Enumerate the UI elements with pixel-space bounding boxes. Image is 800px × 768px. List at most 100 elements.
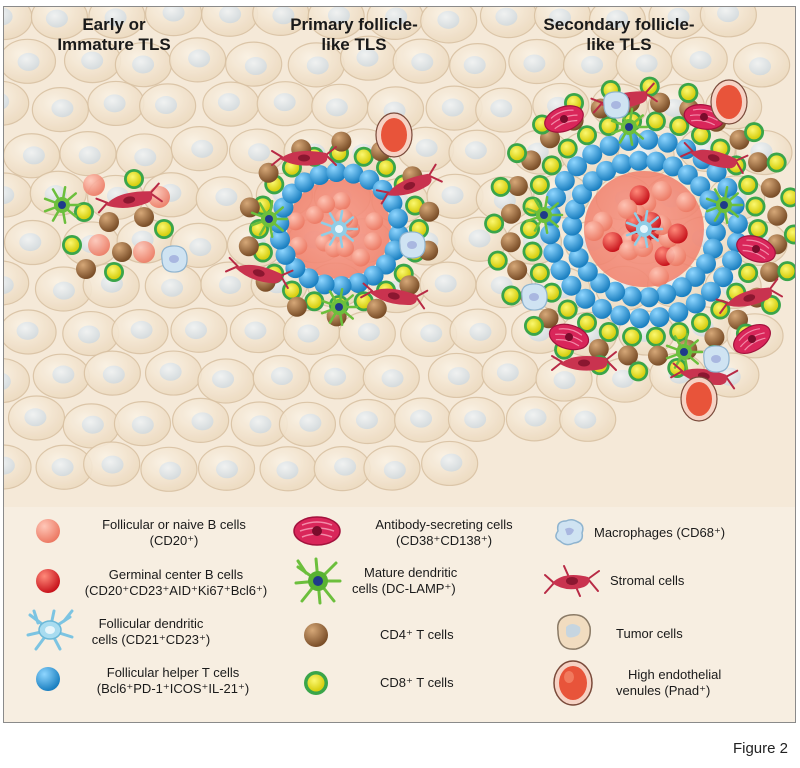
dendritic-cell	[665, 333, 704, 371]
cd8-cell	[522, 241, 543, 262]
naive-cell	[286, 212, 305, 231]
antibody-secreting-cell	[736, 235, 776, 263]
cd4-cell	[647, 345, 668, 366]
mature-dendritic-cell-icon	[294, 557, 342, 605]
naive-cell	[363, 232, 382, 251]
tissue-cell	[287, 42, 345, 88]
cd8-cell	[691, 125, 711, 146]
tissue-cell	[35, 444, 93, 490]
cd4-cell	[748, 152, 769, 173]
stromal-cell	[271, 146, 337, 166]
cd8-cell	[738, 174, 759, 195]
cd8-cell	[628, 361, 649, 382]
legend-asc-line2: (CD38⁺CD138⁺)	[395, 533, 493, 548]
tfh-cell	[343, 163, 364, 184]
cd8-cell	[645, 111, 666, 132]
cd8-cell	[622, 326, 643, 347]
cd8-cell	[766, 152, 787, 173]
tumor-cell-icon	[557, 614, 591, 650]
cd8-cell	[304, 291, 325, 312]
tissue-cell	[449, 308, 507, 354]
tfh-cell	[639, 287, 660, 308]
legend-cd4-line1: CD4⁺ T cells	[380, 627, 454, 642]
tfh-cell	[270, 229, 291, 250]
tissue-cell	[169, 37, 227, 83]
naive-cell	[633, 236, 654, 257]
legend-naive-b-line1: Follicular or naive B cells	[102, 517, 246, 532]
gc-cell	[629, 185, 650, 206]
tissue-cell	[363, 445, 421, 491]
tfh-cell	[662, 156, 683, 177]
tissue-cell	[111, 309, 169, 355]
macrophage-cell	[521, 283, 548, 311]
cd8-cell	[523, 315, 544, 336]
legend-asc-line1: Antibody-secreting cells	[375, 517, 513, 532]
tissue-cell	[420, 7, 478, 44]
cd8-cell	[691, 312, 711, 333]
tissue-cell	[481, 350, 539, 396]
macrophage-cell	[161, 245, 188, 273]
tfh-cell	[582, 171, 603, 192]
tissue-cell	[699, 7, 757, 38]
cd8-cell	[501, 285, 522, 306]
naive-cell	[88, 234, 110, 256]
cd8-cell	[748, 219, 768, 239]
dendritic-cell	[610, 108, 649, 146]
dendritic-cell	[625, 210, 664, 248]
tfh-cell	[705, 222, 726, 243]
tfh-cell	[646, 151, 667, 172]
tissue-cell	[311, 83, 369, 129]
tissue-cell	[83, 350, 141, 396]
tfh-cell	[568, 247, 589, 268]
cd8-cell	[62, 235, 82, 255]
tissue-cell	[427, 352, 486, 399]
tissue-cell	[88, 7, 146, 39]
cd8-cell	[487, 250, 508, 271]
cd4-cell	[650, 92, 671, 113]
naive-cell	[83, 174, 105, 196]
tfh-cell	[713, 267, 734, 288]
tfh-cell	[657, 132, 678, 153]
tissue-cell	[30, 7, 89, 40]
naive-cell	[365, 212, 384, 231]
tissue-cell	[4, 444, 32, 490]
naive-cell	[148, 186, 170, 208]
tissue-cell	[230, 401, 288, 447]
dendritic-cell	[320, 210, 359, 248]
cd4-cell	[399, 275, 420, 296]
cd8-cell	[777, 261, 795, 282]
tissue-cell	[59, 131, 117, 177]
cd8-cell	[557, 138, 578, 159]
tissue-cell	[7, 395, 66, 441]
cd8-cell	[104, 262, 124, 282]
cd4-cell	[286, 296, 307, 317]
tissue-cell	[648, 7, 706, 39]
tissue-cell	[4, 38, 57, 84]
tissue-cell	[32, 353, 90, 399]
tfh-cell	[554, 170, 575, 191]
tissue-cell	[449, 43, 507, 89]
tissue-cell	[197, 358, 255, 404]
stromal-cell	[95, 182, 163, 214]
stage-title-early: Early or Immature TLS	[57, 15, 171, 54]
tissue-cell	[366, 7, 424, 40]
tissue-cell	[256, 81, 314, 127]
tfh-cell	[563, 232, 584, 253]
tfh-cell	[575, 288, 596, 309]
cd4-cell	[76, 259, 96, 279]
naive-cell	[305, 205, 324, 224]
tfh-cell	[700, 281, 721, 302]
legend-cd8-line1: CD8⁺ T cells	[380, 675, 454, 690]
tfh-cell	[611, 153, 632, 174]
tfh-cell	[610, 305, 631, 326]
high-endothelial-venule-icon	[553, 660, 593, 706]
tfh-cell	[596, 160, 617, 181]
gc-cell	[667, 223, 688, 244]
cd4-cell	[500, 203, 521, 224]
tissue-cell	[201, 7, 259, 37]
tissue-cell	[421, 440, 479, 487]
naive-cell	[676, 192, 697, 213]
legend-macrophage-line1: Macrophages (CD68⁺)	[594, 525, 726, 540]
tissue-cell	[83, 441, 141, 487]
tissue-cell	[87, 80, 145, 127]
